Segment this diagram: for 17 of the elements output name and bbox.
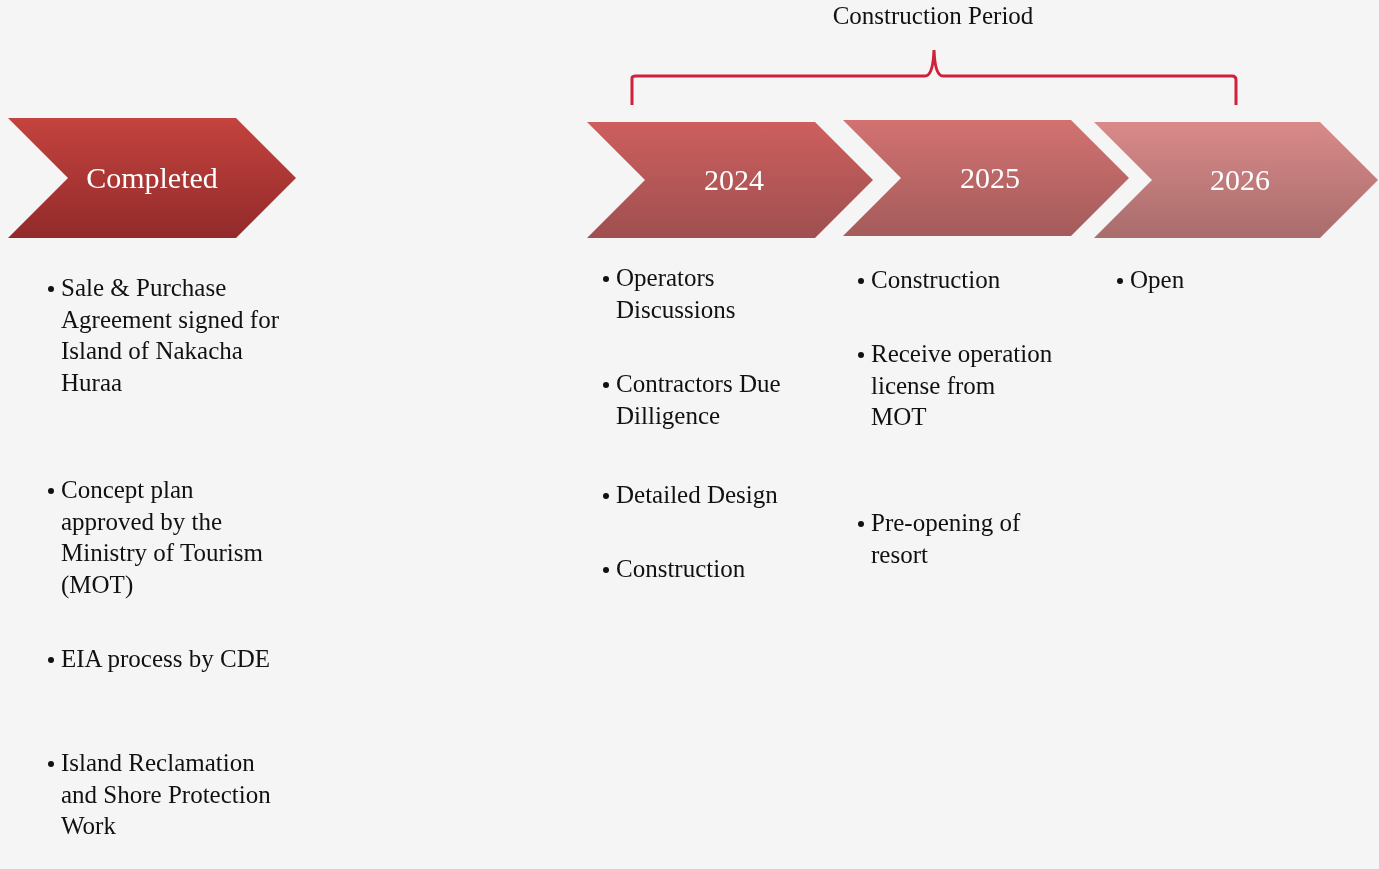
chevron-label: 2024	[703, 163, 765, 197]
timeline-item: Operators Discussions	[616, 264, 736, 323]
bracket-label: Construction Period	[832, 2, 1034, 30]
timeline-item: Construction	[616, 555, 746, 582]
chevron-label: 2026	[1209, 163, 1271, 197]
chevron-label: 2025	[959, 161, 1021, 195]
timeline-item: EIA process by CDE	[61, 645, 270, 672]
timeline-item: Construction	[871, 266, 1001, 293]
timeline-item: Detailed Design	[616, 481, 778, 508]
chevron-label: Completed	[85, 161, 219, 195]
timeline-item: Receive operation license from MOT	[871, 340, 1053, 430]
timeline-item: Concept plan approved by the Ministry of Tourism (MOT)	[61, 476, 263, 598]
timeline-item: Sale & Purchase Agreement signed for Island of Nakacha Huraa	[61, 274, 279, 396]
timeline-item: Pre-opening of resort	[871, 509, 1021, 568]
timeline-item: Contractors Due Dilligence	[616, 370, 781, 429]
timeline-item: Open	[1130, 266, 1185, 293]
timeline-item: Island Reclamation and Shore Protection Work	[61, 749, 271, 839]
